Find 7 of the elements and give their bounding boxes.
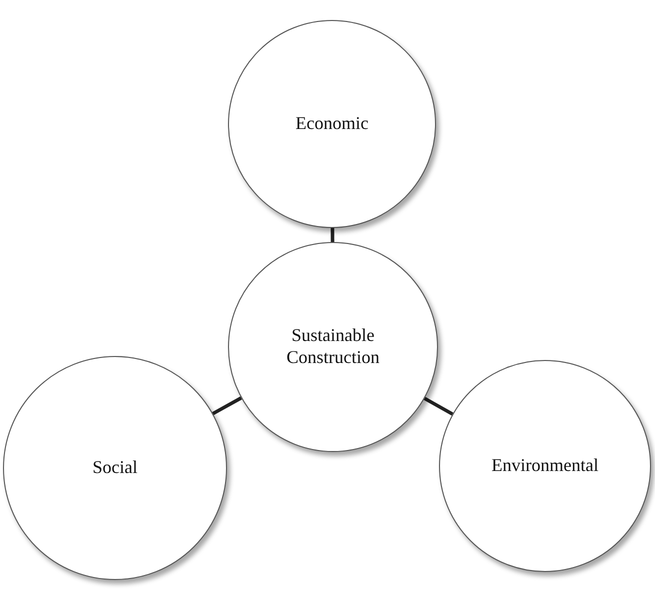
node-label: Economic — [296, 113, 368, 135]
connector-line — [330, 228, 334, 242]
connector-line — [212, 396, 242, 416]
node-label: Environmental — [492, 455, 598, 477]
connector-line — [424, 396, 454, 416]
node-label: Social — [92, 457, 138, 479]
node-label: Sustainable Construction — [285, 325, 380, 369]
